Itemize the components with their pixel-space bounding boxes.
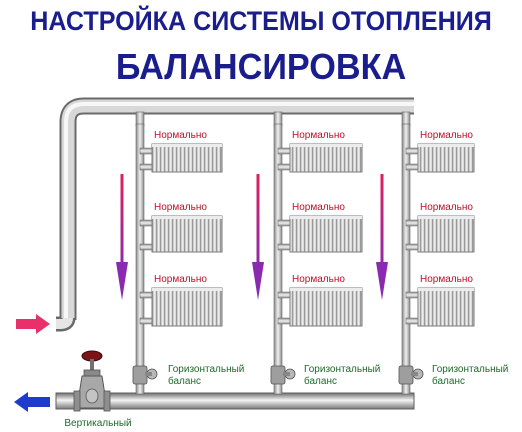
flow-down-arrow-icon: [376, 174, 388, 300]
riser-pipe: [135, 123, 145, 395]
riser-2: НормальноНормальноНормальноГоризонтальны…: [252, 111, 380, 395]
radiator-status-label: Нормально: [420, 274, 473, 285]
supply-pipe: [56, 97, 414, 332]
flow-down-arrow-icon: [116, 174, 128, 300]
vertical-valve-label: Вертикальный: [64, 418, 131, 429]
radiator: [277, 215, 363, 253]
horizontal-valve-label: Горизонтальный: [304, 364, 380, 375]
radiator: [405, 215, 475, 253]
radiator: [139, 287, 223, 327]
riser-pipe: [273, 123, 283, 395]
radiator-status-label: Нормально: [420, 202, 473, 213]
flow-down-arrow-icon: [252, 174, 264, 300]
radiator: [139, 143, 223, 173]
radiator: [277, 287, 363, 327]
riser-3: НормальноНормальноНормальноГоризонтальны…: [376, 111, 508, 395]
radiator-status-label: Нормально: [292, 130, 345, 141]
radiator-status-label: Нормально: [292, 274, 345, 285]
horizontal-valve-label: Горизонтальный: [432, 364, 508, 375]
page-subtitle: БАЛАНСИРОВКА: [115, 46, 407, 87]
radiator: [277, 143, 363, 173]
return-pipe: [55, 392, 415, 410]
horizontal-balance-valve: [132, 365, 158, 385]
horizontal-valve-label-2: баланс: [432, 375, 465, 387]
supply-arrow-icon: [16, 314, 50, 334]
horizontal-valve-label: Горизонтальный: [168, 364, 244, 375]
riser-1: НормальноНормальноНормальноГоризонтальны…: [116, 111, 244, 395]
radiator-status-label: Нормально: [154, 274, 207, 285]
radiator-status-label: Нормально: [154, 202, 207, 213]
horizontal-valve-label-2: баланс: [168, 375, 201, 387]
radiator-status-label: Нормально: [420, 130, 473, 141]
radiator-status-label: Нормально: [154, 130, 207, 141]
page-title: НАСТРОЙКА СИСТЕМЫ ОТОПЛЕНИЯ: [30, 6, 492, 36]
horizontal-balance-valve: [398, 365, 424, 385]
horizontal-balance-valve: [270, 365, 296, 385]
radiator: [405, 143, 475, 173]
horizontal-valve-label-2: баланс: [304, 375, 337, 387]
radiator: [139, 215, 223, 253]
return-arrow-icon: [14, 392, 50, 412]
radiator: [405, 287, 475, 327]
riser-pipe: [401, 123, 411, 395]
radiator-status-label: Нормально: [292, 202, 345, 213]
vertical-balance-valve: [73, 350, 111, 412]
